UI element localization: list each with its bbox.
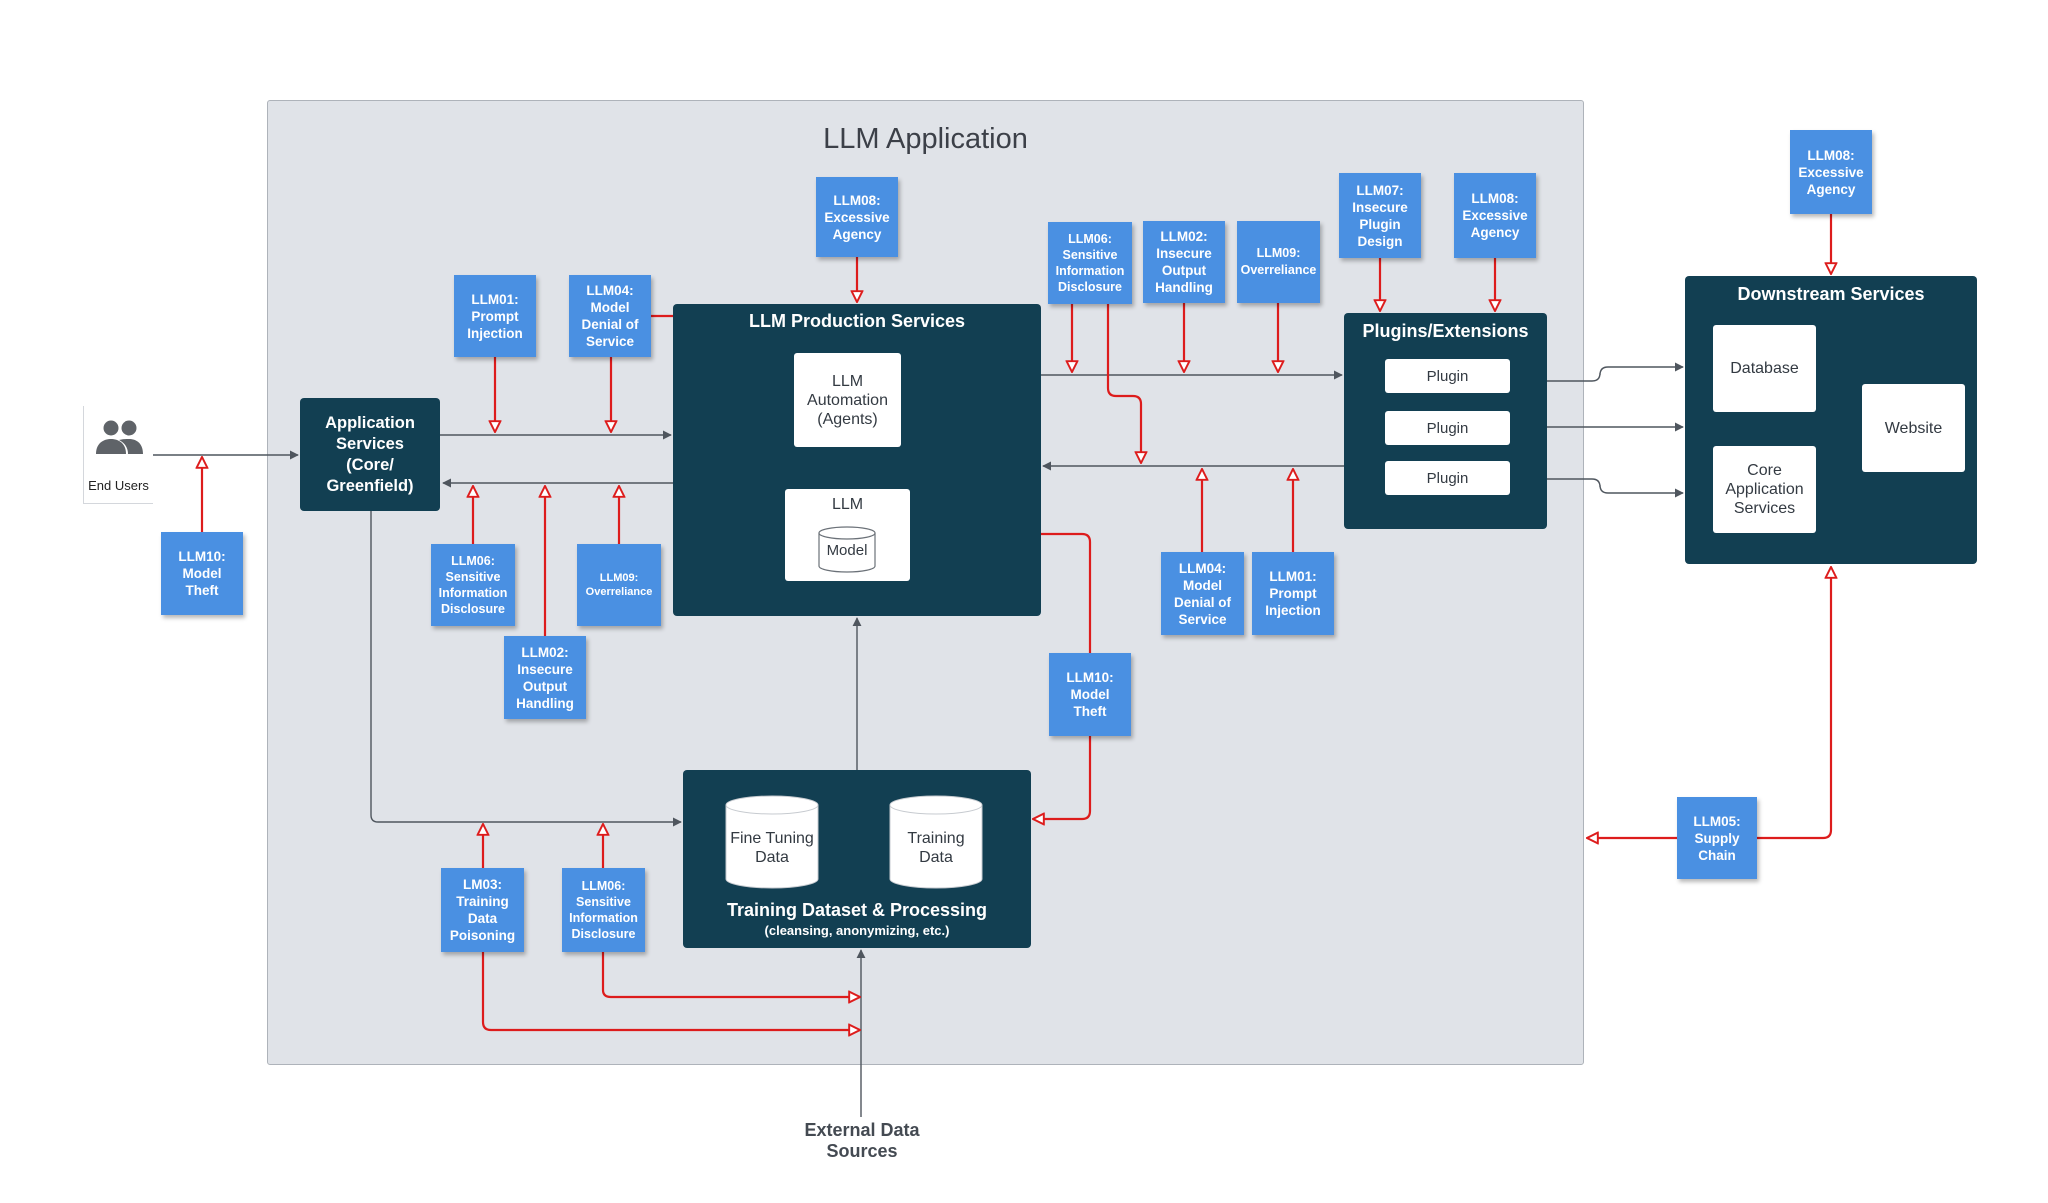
core-application-services-box[interactable]: Core Application Services — [1713, 446, 1816, 533]
threat-lm03-external — [481, 952, 860, 1030]
flow-plugin-to-core — [1510, 478, 1684, 498]
threat-llm05-downstream — [1757, 567, 1831, 840]
threat-note-llm08[interactable]: LLM08: Excessive Agency — [1790, 130, 1872, 214]
model-label: Model — [826, 542, 868, 559]
threat-note-text: LLM08: Excessive Agency — [1798, 147, 1864, 197]
threat-note-llm01[interactable]: LLM01: Prompt Injection — [454, 275, 536, 357]
application-services-title: Application Services (Core/ Greenfield) — [325, 413, 415, 495]
threat-note-text: LLM04: Model Denial of Service — [1173, 560, 1231, 627]
external-data-sources-label: External Data Sources — [804, 1120, 920, 1161]
training-data-label: Training Data — [907, 830, 965, 866]
threat-note-llm08[interactable]: LLM08: Excessive Agency — [1454, 173, 1536, 258]
core-application-services-label: Core Application Services — [1725, 462, 1804, 517]
threat-note-text: LLM08: Excessive Agency — [1462, 191, 1528, 240]
threat-llm06-plug-to-return — [1106, 304, 1141, 463]
threat-note-text: LLM10: Model Theft — [178, 549, 226, 598]
threat-note-llm08[interactable]: LLM08: Excessive Agency — [816, 177, 898, 257]
threat-note-text: LLM06: Sensitive Information Disclosure — [438, 554, 508, 616]
llm-production-services-title: LLM Production Services — [748, 311, 966, 331]
threat-note-llm10[interactable]: LLM10: Model Theft — [1049, 653, 1131, 736]
threat-note-llm06[interactable]: LLM06: Sensitive Information Disclosure — [562, 868, 645, 952]
threat-note-llm04[interactable]: LLM04: Model Denial of Service — [569, 275, 651, 357]
threat-note-llm10[interactable]: LLM10: Model Theft — [161, 532, 243, 615]
plugins-extensions-title: Plugins/Extensions — [1362, 321, 1529, 341]
plugin-box[interactable]: Plugin — [1385, 461, 1510, 495]
threat-note-text: LLM05: Supply Chain — [1693, 813, 1741, 863]
threat-note-llm05[interactable]: LLM05: Supply Chain — [1677, 797, 1757, 879]
downstream-services-title: Downstream Services — [1737, 284, 1925, 304]
threat-note-llm09[interactable]: LLM09: Overreliance — [577, 544, 661, 626]
training-dataset-subtitle: (cleansing, anonymizing, etc.) — [764, 923, 950, 938]
threat-note-text: LLM07: Insecure Plugin Design — [1352, 182, 1408, 249]
threat-note-text: LLM10: Model Theft — [1066, 670, 1114, 719]
website-box[interactable]: Website — [1862, 384, 1965, 472]
end-users-node[interactable]: End Users — [83, 406, 153, 504]
threat-note-lm03[interactable]: LM03: Training Data Poisoning — [441, 868, 524, 952]
training-data-cylinder[interactable]: Training Data — [888, 795, 984, 891]
threat-note-text: LM03: Training Data Poisoning — [449, 877, 516, 943]
threat-llm10-model — [911, 529, 1092, 653]
threat-note-llm02[interactable]: LLM02: Insecure Output Handling — [504, 636, 586, 719]
flow-app-to-training — [370, 511, 682, 827]
end-users-label: End Users — [88, 478, 149, 493]
threat-llm10-training — [1033, 736, 1092, 819]
application-services-node[interactable]: Application Services (Core/ Greenfield) — [300, 398, 440, 511]
flow-plugin-to-database — [1510, 362, 1684, 382]
threat-note-text: LLM02: Insecure Output Handling — [516, 644, 574, 711]
threat-note-llm06[interactable]: LLM06: Sensitive Information Disclosure — [431, 544, 515, 626]
fine-tuning-data-cylinder[interactable]: Fine Tuning Data — [724, 795, 820, 891]
threat-note-text: LLM01: Prompt Injection — [1265, 569, 1321, 618]
training-dataset-title: Training Dataset & Processing — [726, 900, 988, 920]
llm-automation-box[interactable]: LLM Automation (Agents) — [794, 353, 901, 447]
threat-note-llm06[interactable]: LLM06: Sensitive Information Disclosure — [1048, 222, 1132, 304]
threat-note-text: LLM02: Insecure Output Handling — [1155, 229, 1213, 295]
threat-note-llm01[interactable]: LLM01: Prompt Injection — [1252, 552, 1334, 635]
threat-note-text: LLM06: Sensitive Information Disclosure — [569, 879, 638, 941]
threat-note-text: LLM09: Overreliance — [585, 572, 653, 598]
plugin-box[interactable]: Plugin — [1385, 359, 1510, 393]
threat-note-text: LLM01: Prompt Injection — [467, 291, 523, 341]
threat-note-llm09[interactable]: LLM09: Overreliance — [1237, 221, 1320, 303]
threat-note-llm02[interactable]: LLM02: Insecure Output Handling — [1143, 221, 1225, 303]
threat-note-llm04[interactable]: LLM04: Model Denial of Service — [1161, 552, 1244, 635]
model-cylinder[interactable]: Model — [817, 526, 877, 574]
llm-application-title: LLM Application — [823, 123, 1028, 155]
fine-tuning-data-label: Fine Tuning Data — [730, 830, 814, 866]
plugin-box[interactable]: Plugin — [1385, 411, 1510, 445]
threat-note-text: LLM04: Model Denial of Service — [581, 283, 639, 349]
llm-automation-label: LLM Automation (Agents) — [807, 372, 888, 428]
threat-note-llm07[interactable]: LLM07: Insecure Plugin Design — [1339, 173, 1421, 258]
users-icon — [92, 418, 146, 463]
database-box[interactable]: Database — [1713, 325, 1816, 412]
threat-llm06-external — [601, 952, 860, 997]
threat-note-text: LLM06: Sensitive Information Disclosure — [1055, 232, 1125, 294]
threat-note-text: LLM08: Excessive Agency — [824, 192, 890, 242]
threat-note-text: LLM09: Overreliance — [1240, 246, 1317, 277]
llm-label: LLM — [831, 496, 864, 513]
